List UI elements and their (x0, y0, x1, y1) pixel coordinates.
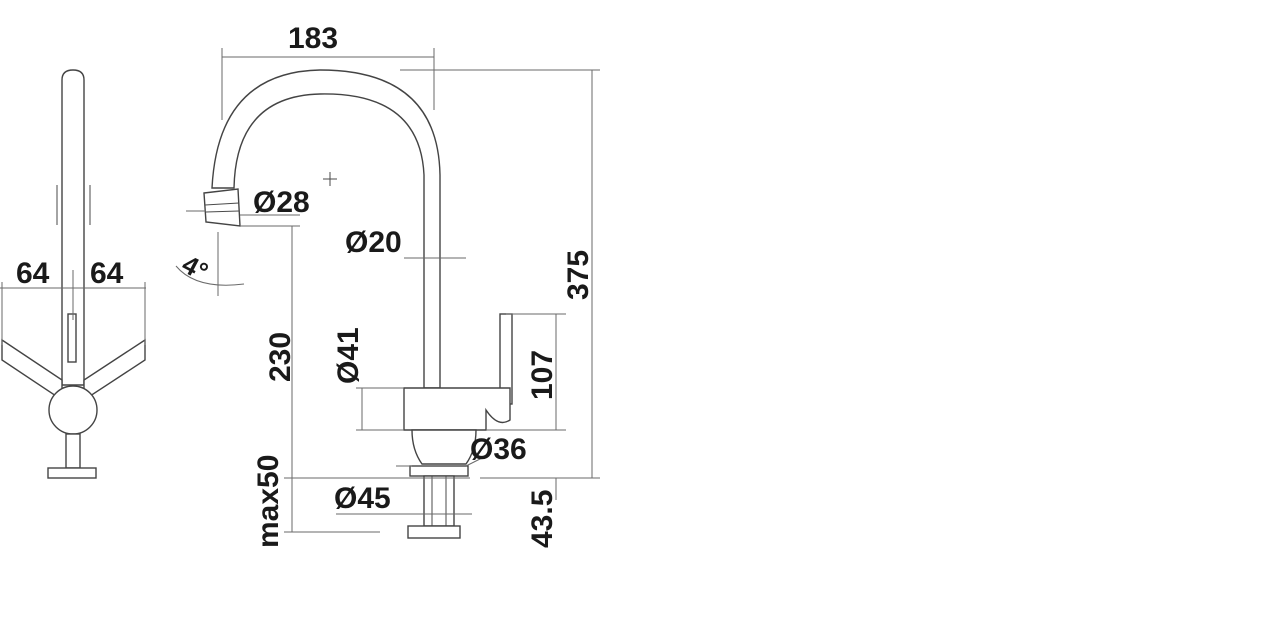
lever-height-label: 107 (526, 350, 559, 400)
side-view-riser (61, 69, 85, 386)
spout (211, 69, 441, 389)
fixing-diameter-label: Ø45 (334, 482, 391, 515)
side-view-body (48, 385, 98, 435)
spout-head-line (204, 202, 240, 206)
base-diameter-leader (465, 453, 491, 467)
reach-label: 183 (288, 22, 338, 55)
fixing-nut (407, 525, 461, 539)
body-diameter-label: Ø41 (332, 327, 365, 384)
height-label: 375 (562, 250, 595, 300)
side-view-dim-left: 64 (16, 257, 50, 290)
side-view-base (47, 467, 97, 479)
side-view-slot (67, 313, 77, 363)
spout-head-line-2 (205, 210, 240, 213)
fixing-plate (409, 465, 469, 477)
mixer-body (403, 387, 511, 431)
head-diameter-label: Ø28 (253, 186, 310, 219)
side-view-dim-right: 64 (90, 257, 124, 290)
side-view-arm-right (83, 338, 146, 402)
side-view-stem (65, 433, 81, 469)
angle-label: 4° (177, 249, 213, 287)
side-view: 64 64 (0, 69, 146, 479)
shank-length-label: 43.5 (526, 490, 559, 548)
side-view-arm-left (1, 338, 63, 402)
base-diameter-label: Ø36 (470, 433, 527, 466)
counter-thickness-label: max50 (252, 455, 285, 548)
front-view: 183 375 230 max50 107 43.5 Ø28 Ø20 (175, 22, 600, 548)
fixing-shank (423, 475, 455, 527)
outlet-height-label: 230 (264, 332, 297, 382)
tube-diameter-label: Ø20 (345, 226, 402, 259)
base-collar (411, 429, 477, 465)
angle-arc (175, 265, 245, 286)
spout-head (203, 188, 241, 227)
